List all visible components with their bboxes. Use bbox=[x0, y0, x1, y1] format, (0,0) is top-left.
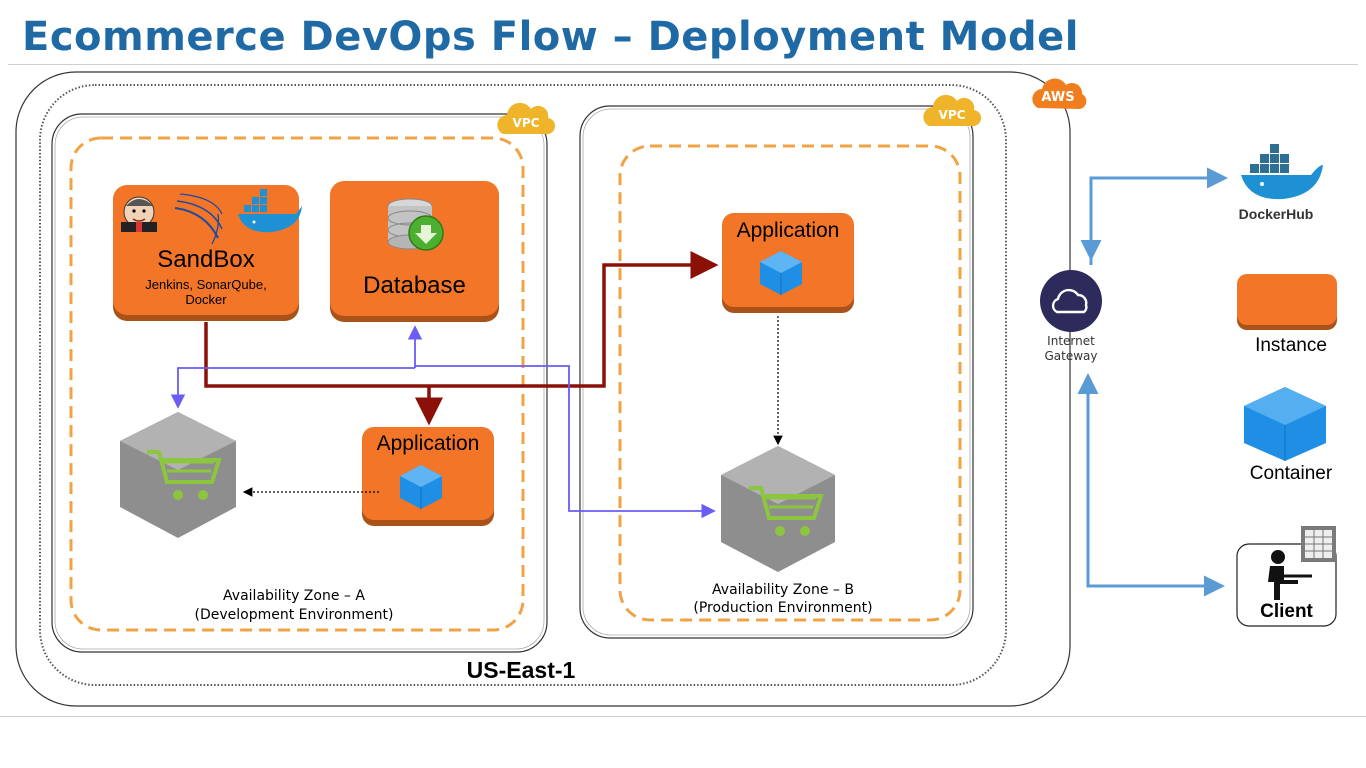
zone-a-env: (Development Environment) bbox=[194, 607, 394, 623]
prod-application-title: Application bbox=[736, 219, 840, 242]
legend-container-icon bbox=[1244, 387, 1326, 461]
zone-b-env: (Production Environment) bbox=[693, 600, 873, 616]
sandbox-title: SandBox bbox=[157, 246, 255, 273]
deploy-arrow-to-prod bbox=[204, 251, 719, 388]
vpc-badge-right: VPC bbox=[938, 108, 966, 122]
dockerhub-label: DockerHub bbox=[1238, 206, 1314, 222]
docker-icon bbox=[238, 189, 302, 233]
legend-instance-box bbox=[1237, 274, 1337, 330]
region-label: US-East-1 bbox=[466, 657, 576, 683]
vpc-cloud-icon-right bbox=[923, 94, 982, 127]
dev-ecommerce-store-icon bbox=[120, 412, 236, 538]
zone-a-border bbox=[69, 136, 525, 632]
client-icon bbox=[1236, 526, 1337, 627]
sandbox-tools-line2: Docker bbox=[185, 292, 227, 307]
database-icon bbox=[387, 198, 444, 251]
client-label: Client bbox=[1260, 601, 1313, 622]
db-flow-to-dev-store bbox=[170, 367, 415, 409]
vpc-cloud-icon-left bbox=[497, 102, 556, 135]
dockerhub-icon bbox=[1241, 144, 1323, 200]
aws-cloud-container bbox=[15, 71, 1071, 707]
title-divider bbox=[8, 64, 1358, 65]
legend-instance-label: Instance bbox=[1255, 335, 1327, 356]
legend-container-label: Container bbox=[1249, 463, 1333, 484]
sonarqube-icon bbox=[174, 193, 223, 245]
db-flow-to-prod-store bbox=[415, 365, 716, 519]
gateway-label-line1: Internet bbox=[1047, 334, 1095, 348]
vpc-box-right bbox=[579, 105, 974, 639]
region-us-east-1 bbox=[39, 84, 1007, 686]
zone-a-name: Availability Zone – A bbox=[223, 588, 365, 604]
zone-b-name: Availability Zone – B bbox=[712, 582, 854, 598]
gateway-to-client-arrow bbox=[1077, 373, 1225, 597]
sandbox-tools-line1: Jenkins, SonarQube, bbox=[145, 277, 267, 292]
gateway-label-line2: Gateway bbox=[1044, 349, 1098, 363]
vpc-box-left bbox=[51, 113, 548, 653]
dev-application-title: Application bbox=[376, 432, 480, 455]
prod-container-icon bbox=[760, 251, 802, 295]
vpc-badge-left: VPC bbox=[512, 116, 540, 130]
zone-b-border bbox=[618, 144, 962, 622]
aws-badge: AWS bbox=[1041, 90, 1075, 105]
jenkins-icon bbox=[121, 196, 157, 232]
database-title: Database bbox=[363, 272, 466, 299]
bottom-divider bbox=[0, 716, 1366, 717]
page-title: Ecommerce DevOps Flow – Deployment Model bbox=[22, 14, 1079, 60]
gateway-to-dockerhub-arrow bbox=[1080, 167, 1228, 265]
aws-cloud-icon bbox=[1032, 78, 1087, 109]
dev-container-icon bbox=[400, 465, 442, 509]
internet-gateway-icon bbox=[1040, 270, 1102, 332]
prod-ecommerce-store-icon bbox=[721, 446, 835, 572]
